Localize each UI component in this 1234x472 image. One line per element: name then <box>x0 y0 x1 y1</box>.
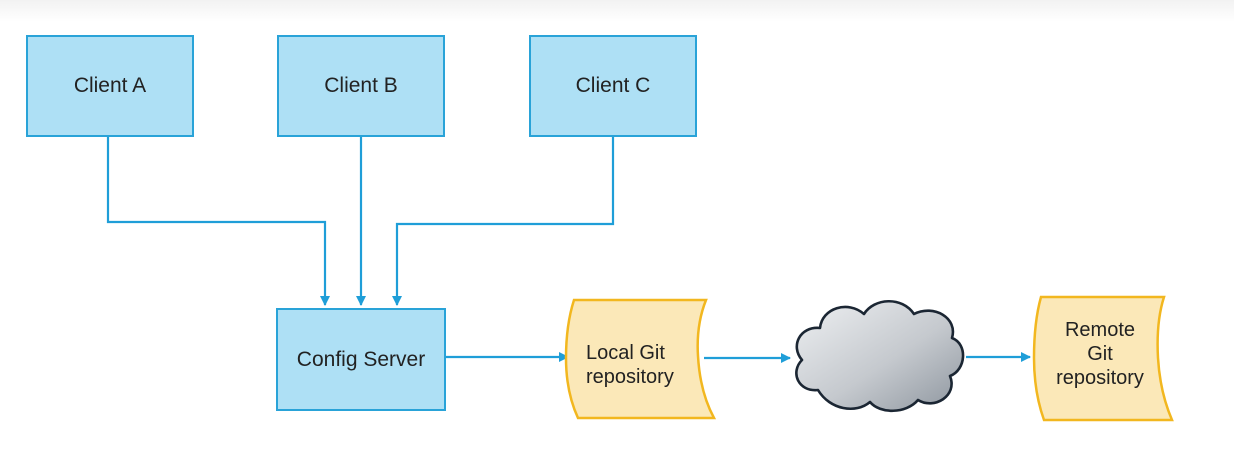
remote-git-label-line1: Remote <box>1064 319 1136 341</box>
client-c-label: Client C <box>575 74 651 97</box>
client-a-label: Client A <box>73 74 147 97</box>
client-b-box: Client B <box>277 35 445 137</box>
client-b-label: Client B <box>324 74 398 97</box>
local-git-repository-shape <box>564 298 717 420</box>
connector-client-a <box>106 137 330 306</box>
remote-git-label-line3: repository <box>1056 367 1144 389</box>
client-a-box: Client A <box>26 35 194 137</box>
local-git-label-line2: repository <box>586 366 674 388</box>
cloud-icon <box>795 300 965 413</box>
config-server-box: Config Server <box>276 308 446 411</box>
config-server-label: Config Server <box>296 347 426 371</box>
local-git-label-line1: Local Git <box>586 342 665 364</box>
remote-git-repository-label: Remote Git repository <box>1044 318 1156 390</box>
client-c-box: Client C <box>529 35 697 137</box>
connector-client-c <box>392 137 615 306</box>
remote-git-label-line2: Git <box>1087 343 1113 365</box>
local-git-repository-label: Local Git repository <box>586 341 704 389</box>
remote-git-repository-shape <box>1032 295 1174 422</box>
